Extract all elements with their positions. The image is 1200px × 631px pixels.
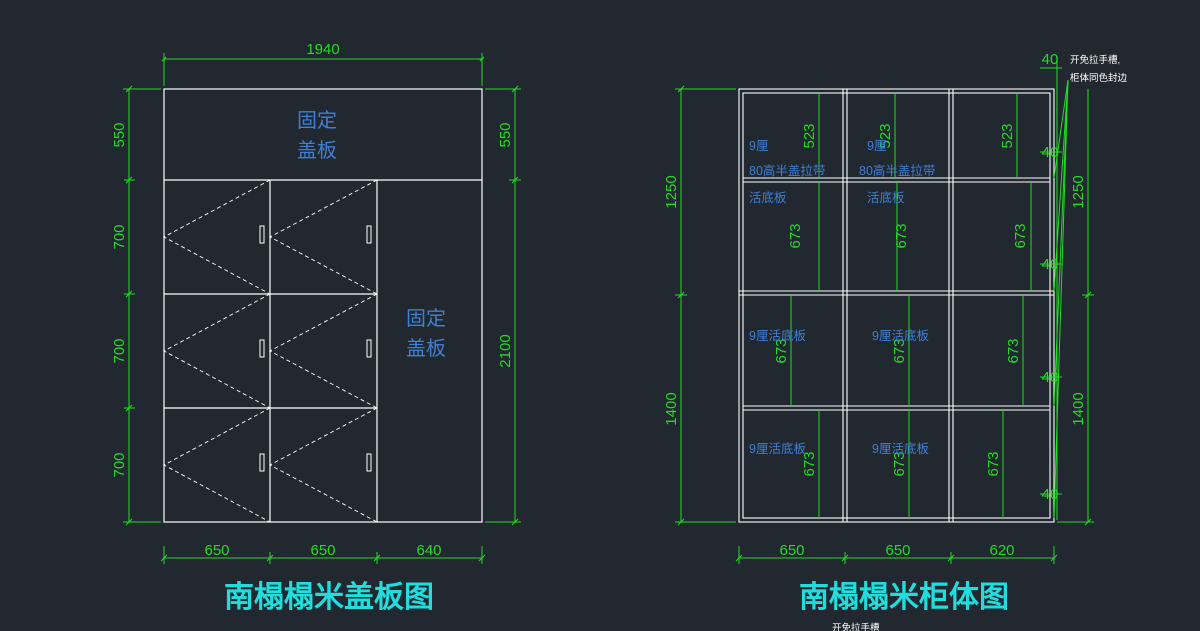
- inner-dim: 673: [787, 223, 804, 248]
- dim-40: 40: [1042, 486, 1059, 503]
- top-panel-label-2: 盖板: [297, 139, 337, 162]
- inner-dim: 673: [773, 338, 790, 363]
- cab-dim-bottom-3: 620: [989, 542, 1014, 559]
- cabinet-inner: [742, 92, 1051, 519]
- cabinet-drawing: [738, 88, 1055, 523]
- cab-dim-right-1: 1250: [1070, 175, 1087, 208]
- cabinet-title: 南榻榻米柜体图: [799, 581, 1009, 614]
- dim-bottom-3: 640: [416, 542, 441, 559]
- dim-right-2: 2100: [497, 334, 514, 367]
- left-dimension-lines: [123, 53, 521, 564]
- inner-dim: 673: [985, 451, 1002, 476]
- dim-total-width: 1940: [306, 41, 339, 58]
- cab-dim-left-1: 1250: [663, 175, 680, 208]
- handle-slots: [259, 225, 372, 472]
- inner-dimension-lines: [675, 60, 1094, 564]
- side-panel-label-2: 盖板: [406, 337, 446, 360]
- cut-note-fragment: 开免拉手槽: [832, 622, 880, 631]
- opening-mark: [163, 179, 271, 295]
- inner-dim: 523: [999, 123, 1016, 148]
- dim-bottom-1: 650: [204, 542, 229, 559]
- dim-left-2: 700: [111, 224, 128, 249]
- opening-mark: [163, 407, 271, 523]
- dim-40: 40: [1042, 369, 1059, 386]
- dim-40: 40: [1042, 51, 1059, 68]
- inner-dim: 673: [891, 451, 908, 476]
- cell-label: 9厘: [867, 139, 886, 153]
- cell-label: 活底板: [749, 190, 787, 205]
- cell-label: 9厘活底板: [749, 328, 806, 343]
- inner-dim: 523: [877, 123, 894, 148]
- cell-label: 9厘活底板: [872, 441, 929, 456]
- dim-right-1: 550: [497, 122, 514, 147]
- opening-mark: [269, 179, 378, 295]
- inner-dim: 673: [1005, 338, 1022, 363]
- dim-40: 40: [1042, 144, 1059, 161]
- cabinet-outline: [738, 88, 1055, 523]
- dim-left-1: 550: [111, 122, 128, 147]
- edge-note-line-2: 柜体同色封边: [1070, 72, 1128, 84]
- cell-label: 80高半盖拉带: [749, 163, 825, 178]
- cover-plate-title: 南榻榻米盖板图: [224, 581, 434, 614]
- handle-slot: [259, 453, 265, 472]
- cell-label: 9厘活底板: [872, 328, 929, 343]
- inner-dim: 673: [1012, 223, 1029, 248]
- handle-slot: [366, 339, 372, 358]
- cab-dim-bottom-1: 650: [779, 542, 804, 559]
- cab-dim-right-2: 1400: [1070, 392, 1087, 425]
- inner-dim: 673: [893, 223, 910, 248]
- dim-left-3: 700: [111, 338, 128, 363]
- opening-mark: [163, 293, 271, 409]
- cell-label: 9厘: [749, 139, 768, 153]
- cover-outline: [163, 88, 483, 523]
- handle-slot: [259, 339, 265, 358]
- inner-dim: 673: [801, 451, 818, 476]
- handle-slot: [366, 225, 372, 244]
- cab-dim-left-2: 1400: [663, 392, 680, 425]
- dim-bottom-2: 650: [310, 542, 335, 559]
- side-panel-label-1: 固定: [406, 307, 446, 330]
- handle-slot: [259, 225, 265, 244]
- dim-left-4: 700: [111, 452, 128, 477]
- handle-slot: [366, 453, 372, 472]
- opening-marks: [163, 179, 378, 523]
- inner-dim: 673: [891, 338, 908, 363]
- dim-40: 40: [1042, 256, 1059, 273]
- edge-note-line-1: 开免拉手槽,: [1070, 54, 1120, 66]
- cell-label: 80高半盖拉带: [859, 163, 935, 178]
- cell-label: 活底板: [867, 190, 905, 205]
- top-panel-label-1: 固定: [297, 109, 337, 132]
- inner-dim: 523: [801, 123, 818, 148]
- cell-label: 9厘活底板: [749, 441, 806, 456]
- opening-mark: [269, 293, 378, 409]
- opening-mark: [269, 407, 378, 523]
- cab-dim-bottom-2: 650: [885, 542, 910, 559]
